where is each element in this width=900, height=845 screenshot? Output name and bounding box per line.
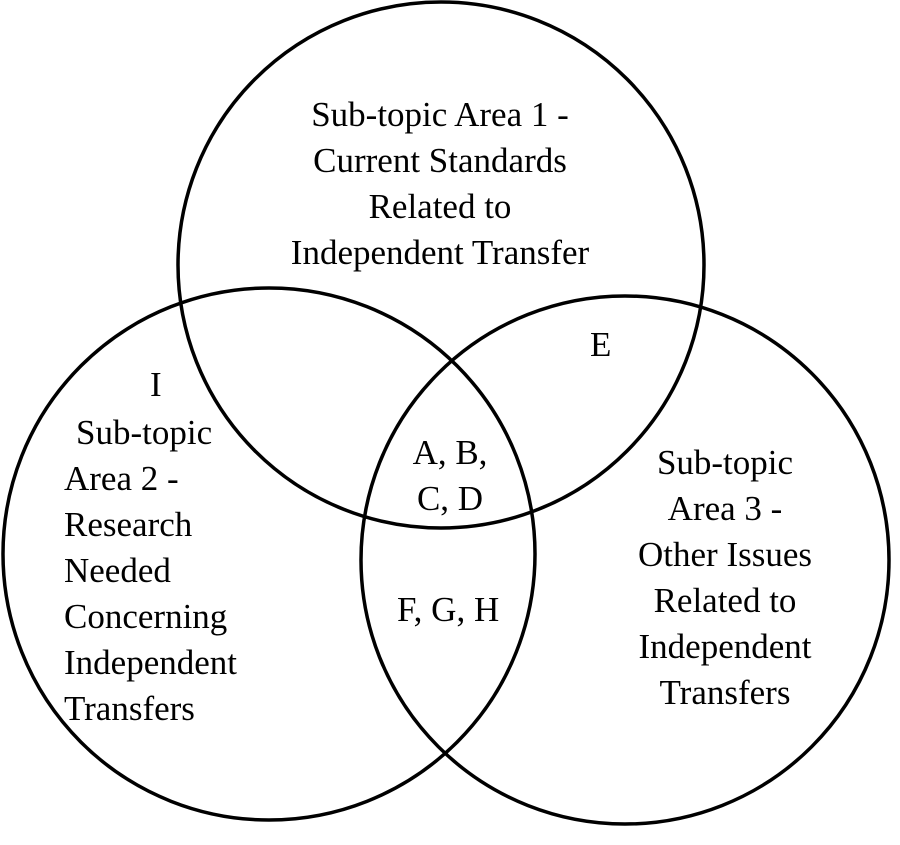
circle-sub-topic-area-3: [359, 294, 891, 826]
area-3-label-line: Related to: [653, 581, 797, 620]
area-3-label-line: Independent: [638, 627, 812, 666]
region-fgh-marker: F, G, H: [397, 590, 500, 629]
region-abcd-marker: A, B, C, D: [412, 433, 488, 518]
area-2-label: Sub-topic Area 2 - Research Needed Conce…: [64, 410, 237, 732]
area-1-label-line: Sub-topic Area 1 -: [311, 95, 569, 134]
area-2-label-line: Concerning: [64, 597, 228, 636]
area-2-label-line: Needed: [64, 551, 171, 590]
circle-sub-topic-area-2: [1, 286, 537, 822]
region-i-marker: I: [150, 365, 162, 404]
area-2-label-line: Area 2 -: [64, 459, 179, 498]
area-1-label-line: Independent Transfer: [290, 233, 590, 272]
area-3-label-line: Area 3 -: [667, 489, 783, 528]
region-e-marker: E: [590, 325, 612, 364]
area-2-label-line: Sub-topic: [76, 413, 213, 452]
area-3-label: Sub-topic Area 3 - Other Issues Related …: [600, 440, 850, 716]
area-2-label-line: Independent: [64, 643, 237, 682]
area-1-label-line: Related to: [368, 187, 512, 226]
area-1-label-line: Current Standards: [313, 141, 567, 180]
area-2-label-line: Transfers: [64, 689, 195, 728]
area-2-label-line: Research: [64, 505, 193, 544]
area-3-label-line: Transfers: [659, 673, 791, 712]
area-3-label-line: Other Issues: [638, 535, 812, 574]
area-3-label-line: Sub-topic: [656, 443, 794, 482]
area-1-label: Sub-topic Area 1 - Current Standards Rel…: [250, 92, 630, 276]
circle-sub-topic-area-1: [176, 0, 706, 530]
